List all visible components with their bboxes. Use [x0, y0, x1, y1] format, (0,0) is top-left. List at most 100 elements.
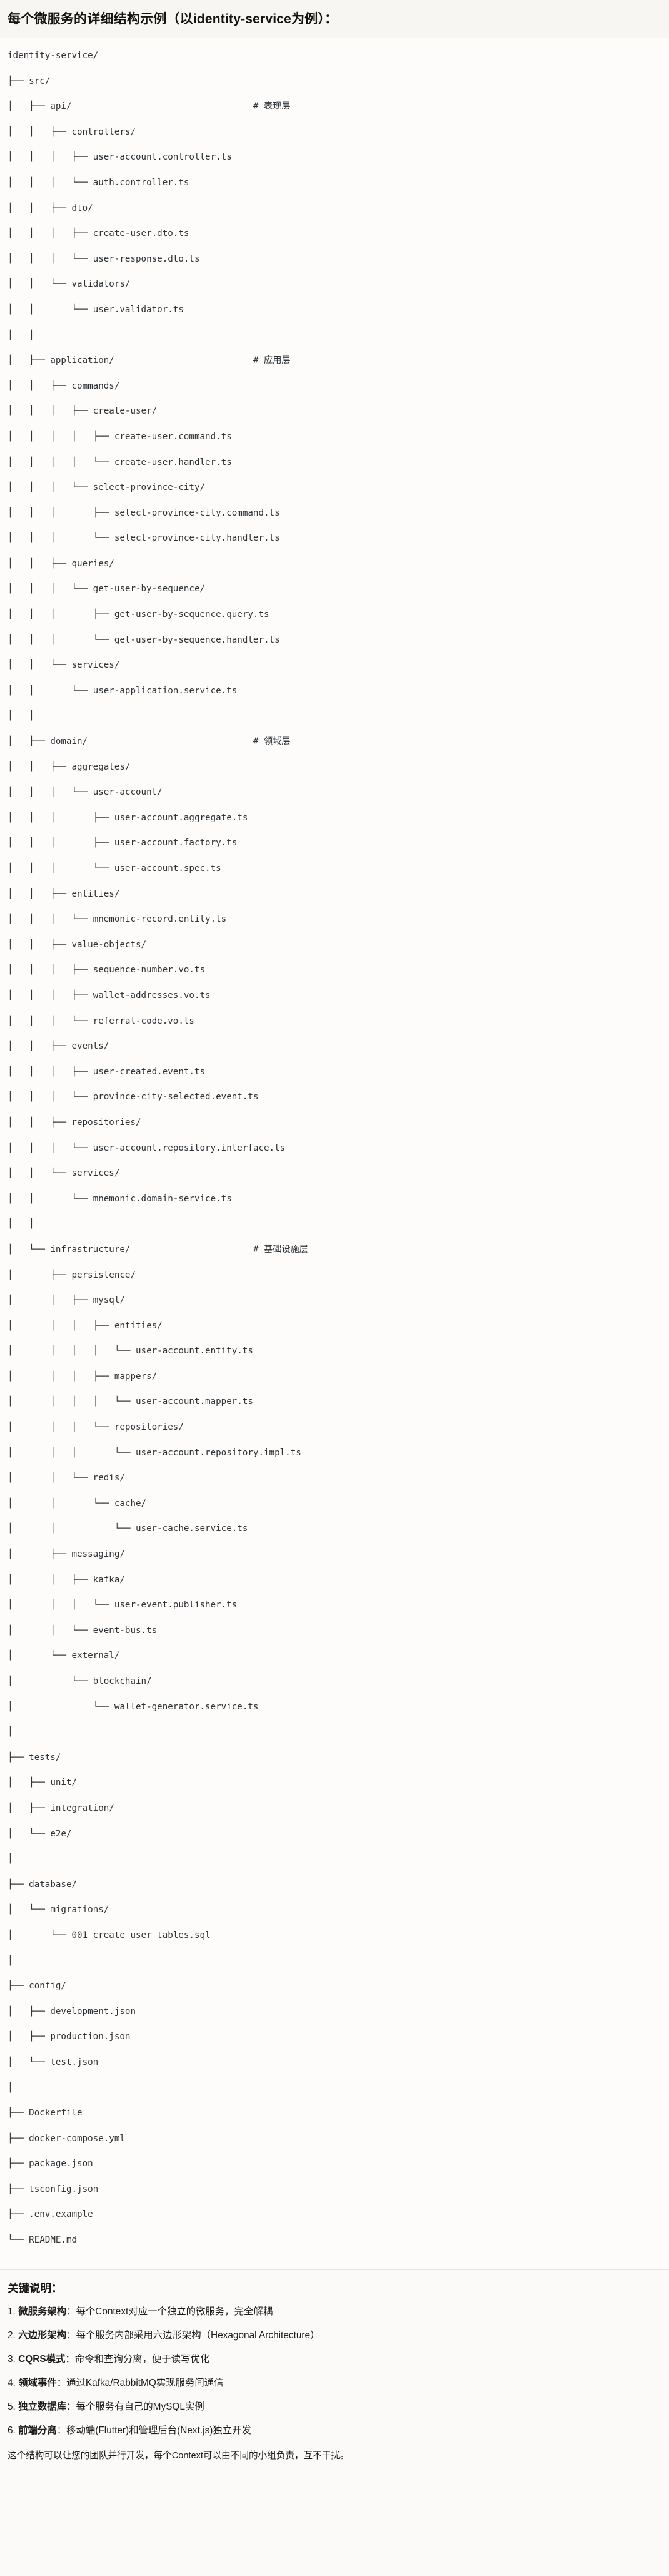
tree-line: │ │ ├── events/: [8, 1040, 661, 1052]
tree-line: │ │ │ ├── select-province-city.command.t…: [8, 507, 661, 519]
tree-gap: [114, 355, 253, 365]
tree-node-label: ├── database/: [8, 1879, 78, 1890]
note-colon: ：: [66, 2329, 76, 2341]
tree-line: │ ├── integration/: [8, 1802, 661, 1815]
tree-line: │ ├── messaging/: [8, 1548, 661, 1560]
tree-line: │ └── blockchain/: [8, 1675, 661, 1688]
tree-node-label: │ │ ├── mysql/: [8, 1295, 125, 1306]
tree-line: │ │ └── services/: [8, 1167, 661, 1179]
tree-line: │ │ │ └── auth.controller.ts: [8, 176, 661, 189]
tree-line: │ │ │ ├── user-created.event.ts: [8, 1066, 661, 1078]
tree-line: │ │ └── user-application.service.ts: [8, 685, 661, 697]
tree-node-label: │ │ └── cache/: [8, 1498, 147, 1509]
key-notes-section: 关键说明： 1. 微服务架构：每个Context对应一个独立的微服务，完全解耦 2…: [0, 2269, 669, 2470]
tree-node-label: ├── .env.example: [8, 2209, 93, 2220]
tree-line: │ │ │ │ ├── create-user.command.ts: [8, 430, 661, 443]
tree-node-label: │ │ │ └── referral-code.vo.ts: [8, 1016, 194, 1026]
document-header: 每个微服务的详细结构示例（以identity-service为例）：: [0, 0, 669, 38]
tree-line: ├── config/: [8, 1980, 661, 1992]
tree-node-label: │ │ │ │ ├── create-user.command.ts: [8, 431, 232, 442]
tree-node-label: │ │ │ └── user-account.repository.impl.t…: [8, 1447, 301, 1458]
tree-line: ├── Dockerfile: [8, 2107, 661, 2119]
tree-line: │ │ │ └── user-account/: [8, 786, 661, 798]
tree-node-label: │ │ └── user-application.service.ts: [8, 685, 238, 696]
note-colon: ：: [66, 2401, 76, 2413]
tree-node-label: │ │ │ ├── mappers/: [8, 1371, 158, 1382]
tree-line: │ │ ├── controllers/: [8, 126, 661, 138]
tree-node-label: │ │ ├── value-objects/: [8, 939, 147, 950]
tree-line: │ └── 001_create_user_tables.sql: [8, 1929, 661, 1942]
tree-node-label: │ │ │ └── user-account.spec.ts: [8, 863, 221, 873]
tree-line: │ └── e2e/: [8, 1828, 661, 1840]
tree-node-label: │ ├── integration/: [8, 1803, 114, 1813]
tree-node-label: │ │ │ └── repositories/: [8, 1422, 184, 1433]
tree-node-label: │ ├── domain/: [8, 736, 88, 747]
tree-line: │ │ └── validators/: [8, 278, 661, 290]
tree-line: │ │ │ ├── user-account.controller.ts: [8, 151, 661, 163]
tree-line: │ │ │ ├── user-account.aggregate.ts: [8, 812, 661, 824]
tree-node-label: │ └── blockchain/: [8, 1676, 152, 1686]
tree-node-label: │ │ └── services/: [8, 660, 120, 671]
tree-node-label: │ │ └── user-cache.service.ts: [8, 1524, 248, 1534]
tree-node-label: │ ├── development.json: [8, 2006, 136, 2017]
tree-node-label: ├── Dockerfile: [8, 2108, 83, 2119]
tree-node-label: identity-service/: [8, 51, 99, 61]
key-notes-title: 关键说明：: [8, 2281, 63, 2294]
tree-node-label: │ │ ├── controllers/: [8, 126, 136, 137]
tree-node-label: │ │ │ ├── get-user-by-sequence.query.ts: [8, 609, 269, 620]
tree-node-label: │ │ │ ├── create-user.dto.ts: [8, 228, 189, 239]
tree-layer-comment: # 应用层: [253, 355, 291, 366]
key-notes-footer: 这个结构可以让您的团队并行开发，每个Context可以由不同的小组负责，互不干扰…: [8, 2451, 350, 2461]
tree-line: │ │ ├── commands/: [8, 380, 661, 392]
directory-tree: identity-service/ ├── src/ │ ├── api/ # …: [8, 49, 661, 2259]
tree-node-label: │ │ └── mnemonic.domain-service.ts: [8, 1193, 232, 1204]
tree-node-label: │: [8, 2082, 13, 2093]
tree-node-label: │ │ │ └── user-event.publisher.ts: [8, 1600, 238, 1611]
tree-node-label: │ │ │ └── user-account.repository.interf…: [8, 1143, 286, 1153]
tree-node-label: │ │ │ └── user-account/: [8, 787, 163, 798]
tree-node-label: │ │ └── services/: [8, 1168, 120, 1179]
tree-line: │ ├── production.json: [8, 2030, 661, 2043]
note-description: 每个Context对应一个独立的微服务，完全解耦: [76, 2306, 273, 2317]
tree-node-label: ├── package.json: [8, 2159, 93, 2169]
tree-node-label: ├── config/: [8, 1981, 66, 1992]
tree-line: │ │: [8, 710, 661, 722]
tree-line: │ │ │ │ └── user-account.entity.ts: [8, 1345, 661, 1357]
tree-node-label: │ │ ├── aggregates/: [8, 761, 131, 772]
tree-node-label: │ │ │ ├── user-created.event.ts: [8, 1066, 206, 1077]
tree-line: │ ├── application/ # 应用层: [8, 354, 661, 367]
note-number: 3.: [8, 2353, 19, 2365]
tree-line: identity-service/: [8, 49, 661, 62]
tree-line: │ └── migrations/: [8, 1903, 661, 1916]
note-description: 每个服务内部采用六边形架构（Hexagonal Architecture）: [76, 2329, 320, 2341]
tree-node-label: │ │ │ └── get-user-by-sequence/: [8, 584, 206, 594]
tree-node-label: │ │ │ └── get-user-by-sequence.handler.t…: [8, 634, 280, 645]
note-number: 2.: [8, 2329, 19, 2341]
tree-line: │: [8, 1726, 661, 1738]
tree-line: │ └── infrastructure/ # 基础设施层: [8, 1243, 661, 1256]
note-description: 每个服务有自己的MySQL实例: [76, 2401, 204, 2413]
tree-line: │ │ └── event-bus.ts: [8, 1624, 661, 1637]
tree-line: │: [8, 1853, 661, 1865]
list-item: 4. 领域事件：通过Kafka/RabbitMQ实现服务间通信: [8, 2376, 661, 2390]
tree-line: │ ├── api/ # 表现层: [8, 100, 661, 113]
tree-gap: [72, 101, 253, 111]
tree-line: │: [8, 1955, 661, 1967]
tree-node-label: │ │ │ ├── user-account.controller.ts: [8, 152, 232, 163]
note-colon: ：: [66, 2306, 76, 2317]
tree-line: │ │ │ │ └── create-user.handler.ts: [8, 456, 661, 469]
tree-line: │ │ │ ├── get-user-by-sequence.query.ts: [8, 608, 661, 621]
tree-line: │ └── wallet-generator.service.ts: [8, 1701, 661, 1713]
tree-line: │ ├── unit/: [8, 1776, 661, 1789]
tree-line: │ │ └── services/: [8, 659, 661, 671]
tree-node-label: │ └── e2e/: [8, 1828, 72, 1839]
list-item: 1. 微服务架构：每个Context对应一个独立的微服务，完全解耦: [8, 2304, 661, 2319]
tree-node-label: │ │ │ └── user-response.dto.ts: [8, 253, 200, 264]
tree-node-label: │ │ │ │ └── user-account.entity.ts: [8, 1346, 253, 1357]
tree-line: │ │ │ └── repositories/: [8, 1421, 661, 1433]
tree-line: ├── .env.example: [8, 2208, 661, 2221]
tree-line: │ │ ├── aggregates/: [8, 761, 661, 773]
tree-line: │ │ │ ├── create-user/: [8, 405, 661, 417]
tree-line: │ │ └── mnemonic.domain-service.ts: [8, 1193, 661, 1205]
